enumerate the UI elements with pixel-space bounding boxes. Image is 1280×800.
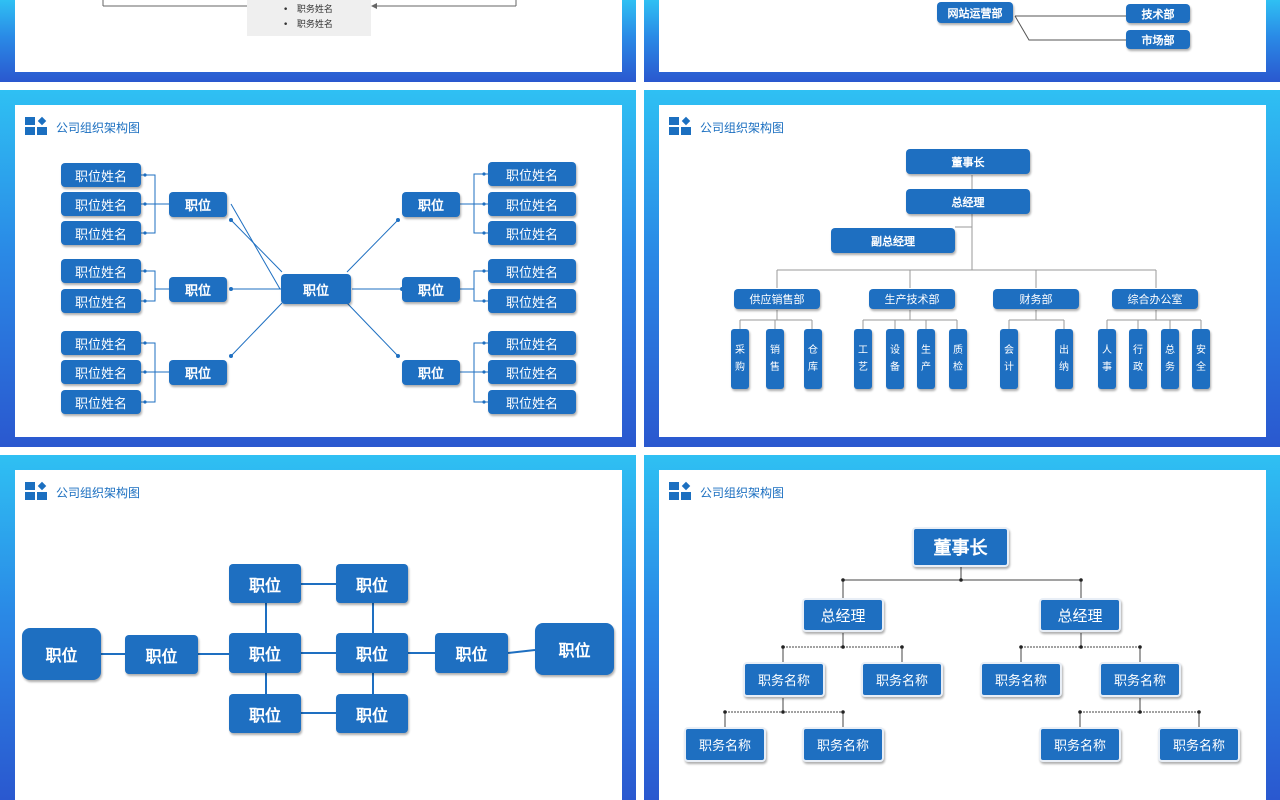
position-node: 职位 [336,633,408,673]
name-node: 职位姓名 [488,331,576,355]
name-node: 职位姓名 [488,390,576,414]
slide-panel-hierarchy: 公司组织架构图 [644,455,1280,800]
position-node: 职位 [169,360,227,385]
unit-node: 人事 [1098,329,1116,389]
general-manager-node: 总经理 [802,598,884,632]
slide-panel-grid: 公司组织架构图 职位 职位 职位 职位 职位 职位 职位 职位 职位 [0,455,636,800]
name-node: 职位姓名 [488,360,576,384]
unit-node: 出纳 [1055,329,1073,389]
name-node: 职位姓名 [488,162,576,186]
unit-node: 总务 [1161,329,1179,389]
name-node: 职位姓名 [61,289,141,313]
unit-node: 安全 [1192,329,1210,389]
slide-title: 公司组织架构图 [56,486,141,500]
position-node: 职位 [402,360,460,385]
role-node: 职务名称 [802,727,884,762]
name-node: 职位姓名 [61,163,141,187]
name-node: 职位姓名 [488,259,576,283]
role-node: 职务名称 [743,662,825,697]
name-node: 职位姓名 [61,360,141,384]
chairman-node: 董事长 [912,527,1009,567]
position-node: 职位 [169,277,227,302]
position-node: 职位 [402,192,460,217]
position-node: 职位 [435,633,508,673]
connector-lines [101,583,536,714]
name-node: 职位姓名 [61,390,141,414]
connector-lines [723,566,1201,727]
slide-title: 公司组织架构图 [56,121,141,135]
position-node: 职位 [402,277,460,302]
position-node: 职位 [336,564,408,603]
unit-node: 设备 [886,329,904,389]
role-node: 职务名称 [980,662,1062,697]
unit-node: 工艺 [854,329,872,389]
unit-node: 会计 [1000,329,1018,389]
dept-node: 财务部 [993,289,1079,309]
name-node: 职位姓名 [61,192,141,216]
connector-lines [141,172,488,404]
position-node: 职位 [22,628,101,680]
slide-canvas: • 职务姓名 • 职务姓名 [15,0,622,72]
dept-node-market: 市场部 [1126,30,1190,49]
dept-node-tech: 技术部 [1126,4,1190,23]
slide-panel-radial: 公司组织架构图 [0,90,636,447]
slide-panel-tree: 公司组织架构图 [644,90,1280,447]
position-node: 职位 [125,635,198,674]
logo-icon [669,481,691,500]
connector-lines [1014,15,1126,41]
dept-node-web-ops: 网站运营部 [937,2,1013,23]
slide-canvas: 公司组织架构图 [15,105,622,437]
slide-canvas: 网站运营部 技术部 市场部 [659,0,1266,72]
logo-icon [25,481,47,500]
list-item: • 职务姓名 [283,5,333,15]
dept-node: 供应销售部 [734,289,820,309]
slide-title: 公司组织架构图 [700,121,785,135]
slide-canvas: 公司组织架构图 职位 职位 职位 职位 职位 职位 职位 职位 职位 [15,470,622,800]
connector-lines [102,0,517,9]
unit-node: 生产 [917,329,935,389]
role-node: 职务名称 [1099,662,1181,697]
unit-node: 采购 [731,329,749,389]
slide-canvas: 公司组织架构图 [659,105,1266,437]
list-item: • 职务姓名 [283,20,333,30]
deputy-gm-node: 副总经理 [831,228,955,253]
position-node: 职位 [169,192,227,217]
role-node: 职务名称 [1039,727,1121,762]
chairman-node: 董事长 [906,149,1030,174]
name-node: 职位姓名 [61,221,141,245]
name-node: 职位姓名 [61,259,141,283]
logo-icon [669,116,691,135]
slide-panel-top-right: 网站运营部 技术部 市场部 [644,0,1280,82]
unit-node: 行政 [1129,329,1147,389]
slide-panel-top-left: • 职务姓名 • 职务姓名 [0,0,636,82]
position-node: 职位 [535,623,614,675]
position-node: 职位 [229,694,301,733]
position-node: 职位 [229,633,301,673]
position-node: 职位 [229,564,301,603]
general-manager-node: 总经理 [1039,598,1121,632]
text-box: • 职务姓名 • 职务姓名 [247,0,371,36]
logo-icon [25,116,47,135]
name-node: 职位姓名 [488,221,576,245]
position-node: 职位 [336,694,408,733]
role-node: 职务名称 [861,662,943,697]
center-position-node: 职位 [281,274,351,304]
slide-title: 公司组织架构图 [700,486,785,500]
dept-node: 综合办公室 [1112,289,1198,309]
general-manager-node: 总经理 [906,189,1030,214]
dept-node: 生产技术部 [869,289,955,309]
unit-node: 质检 [949,329,967,389]
unit-node: 销售 [766,329,784,389]
slide-canvas: 公司组织架构图 [659,470,1266,800]
role-node: 职务名称 [1158,727,1240,762]
name-node: 职位姓名 [61,331,141,355]
name-node: 职位姓名 [488,289,576,313]
unit-node: 仓库 [804,329,822,389]
role-node: 职务名称 [684,727,766,762]
name-node: 职位姓名 [488,192,576,216]
